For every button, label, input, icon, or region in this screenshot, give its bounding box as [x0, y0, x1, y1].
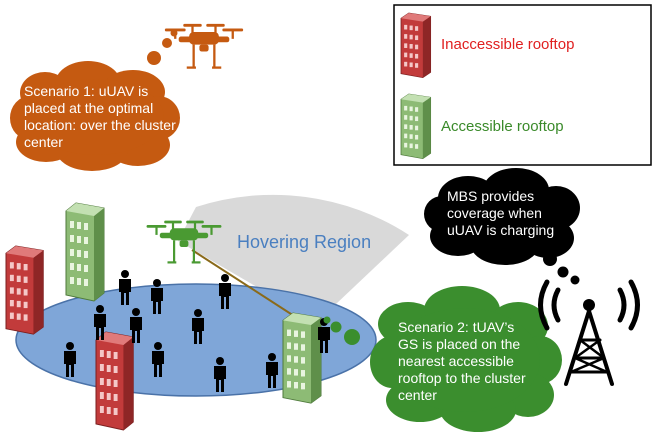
- hovering-region-label: Hovering Region: [237, 232, 372, 252]
- legend-box: [393, 4, 652, 166]
- building-green-icon: [400, 93, 432, 160]
- legend-accessible-label: Accessible rooftop: [441, 118, 564, 135]
- hovering-region: [178, 194, 409, 322]
- mbs-bubble: [424, 168, 580, 285]
- drone-icon: [164, 23, 244, 69]
- building-red-icon: [95, 331, 134, 431]
- scenario1-bubble: [10, 29, 180, 171]
- tether-line: [191, 249, 309, 326]
- mbs-text: MBS provides coverage when uUAV is charg…: [447, 188, 555, 239]
- building-red-icon: [400, 12, 432, 79]
- cell-tower-icon: [538, 279, 640, 386]
- building-red-icon: [5, 245, 44, 335]
- building-green-icon: [282, 312, 322, 404]
- scenario2-bubble: [323, 286, 562, 432]
- scenario1-text: Scenario 1: uUAV is placed at the optima…: [24, 83, 176, 151]
- building-green-icon: [65, 202, 105, 302]
- scenario2-text: Scenario 2: tUAV’s GS is placed on the n…: [398, 319, 526, 404]
- legend-inaccessible-label: Inaccessible rooftop: [441, 36, 575, 53]
